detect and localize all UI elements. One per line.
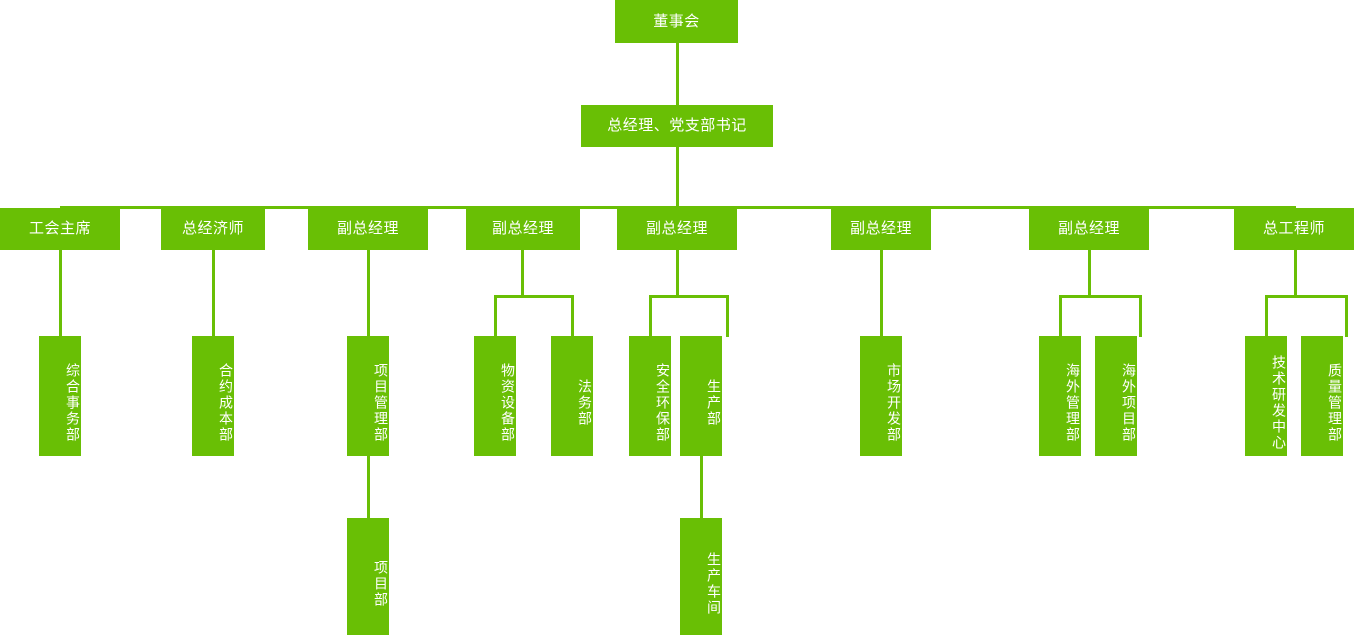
node-legal-dept[interactable]: 法务部 [551, 336, 593, 456]
connector-dgm5-drop [1088, 250, 1091, 298]
node-union-chair[interactable]: 工会主席 [0, 208, 120, 250]
connector-production-drop [700, 456, 703, 518]
node-tech-rnd-center[interactable]: 技术研发中心 [1245, 336, 1287, 456]
node-chief-economist[interactable]: 总经济师 [161, 208, 265, 250]
connector-dgm1-drop [367, 250, 370, 336]
connector-level3-bus [60, 206, 1296, 209]
connector-dgm2-left-drop [494, 295, 497, 337]
node-board[interactable]: 董事会 [615, 0, 738, 43]
connector-chief-engineer-bar [1265, 295, 1348, 298]
connector-project-mgmt-drop [367, 456, 370, 518]
node-deputy-gm-2[interactable]: 副总经理 [466, 208, 580, 250]
node-deputy-gm-1[interactable]: 副总经理 [308, 208, 428, 250]
connector-union-chair-drop [59, 250, 62, 336]
node-materials-equipment-dept[interactable]: 物资设备部 [474, 336, 516, 456]
node-chief-engineer[interactable]: 总工程师 [1234, 208, 1354, 250]
connector-dgm3-left-drop [649, 295, 652, 337]
node-deputy-gm-5[interactable]: 副总经理 [1029, 208, 1149, 250]
connector-dgm2-bar [494, 295, 574, 298]
connector-dgm4-drop [880, 250, 883, 336]
node-contract-cost-dept[interactable]: 合约成本部 [192, 336, 234, 456]
connector-gm-drop [676, 147, 679, 208]
node-production-dept[interactable]: 生产部 [680, 336, 722, 456]
connector-chief-engineer-right-drop [1345, 295, 1348, 337]
node-project-management-dept[interactable]: 项目管理部 [347, 336, 389, 456]
connector-chief-economist-drop [212, 250, 215, 336]
connector-dgm3-bar [649, 295, 729, 298]
connector-dgm2-drop [521, 250, 524, 298]
node-market-development-dept[interactable]: 市场开发部 [860, 336, 902, 456]
node-overseas-management-dept[interactable]: 海外管理部 [1039, 336, 1081, 456]
node-safety-environment-dept[interactable]: 安全环保部 [629, 336, 671, 456]
connector-dgm2-right-drop [571, 295, 574, 337]
node-general-manager[interactable]: 总经理、党支部书记 [581, 105, 773, 147]
node-project-unit[interactable]: 项目部 [347, 518, 389, 635]
node-deputy-gm-4[interactable]: 副总经理 [831, 208, 931, 250]
connector-dgm3-right-drop [726, 295, 729, 337]
connector-dgm5-bar [1059, 295, 1142, 298]
connector-chief-engineer-left-drop [1265, 295, 1268, 337]
connector-chief-engineer-drop [1294, 250, 1297, 298]
node-general-affairs-dept[interactable]: 综合事务部 [39, 336, 81, 456]
node-production-workshop[interactable]: 生产车间 [680, 518, 722, 635]
connector-board-to-gm [676, 43, 679, 105]
node-overseas-project-dept[interactable]: 海外项目部 [1095, 336, 1137, 456]
connector-dgm5-left-drop [1059, 295, 1062, 337]
connector-dgm5-right-drop [1139, 295, 1142, 337]
node-deputy-gm-3[interactable]: 副总经理 [617, 208, 737, 250]
connector-dgm3-drop [676, 250, 679, 298]
node-quality-management-dept[interactable]: 质量管理部 [1301, 336, 1343, 456]
